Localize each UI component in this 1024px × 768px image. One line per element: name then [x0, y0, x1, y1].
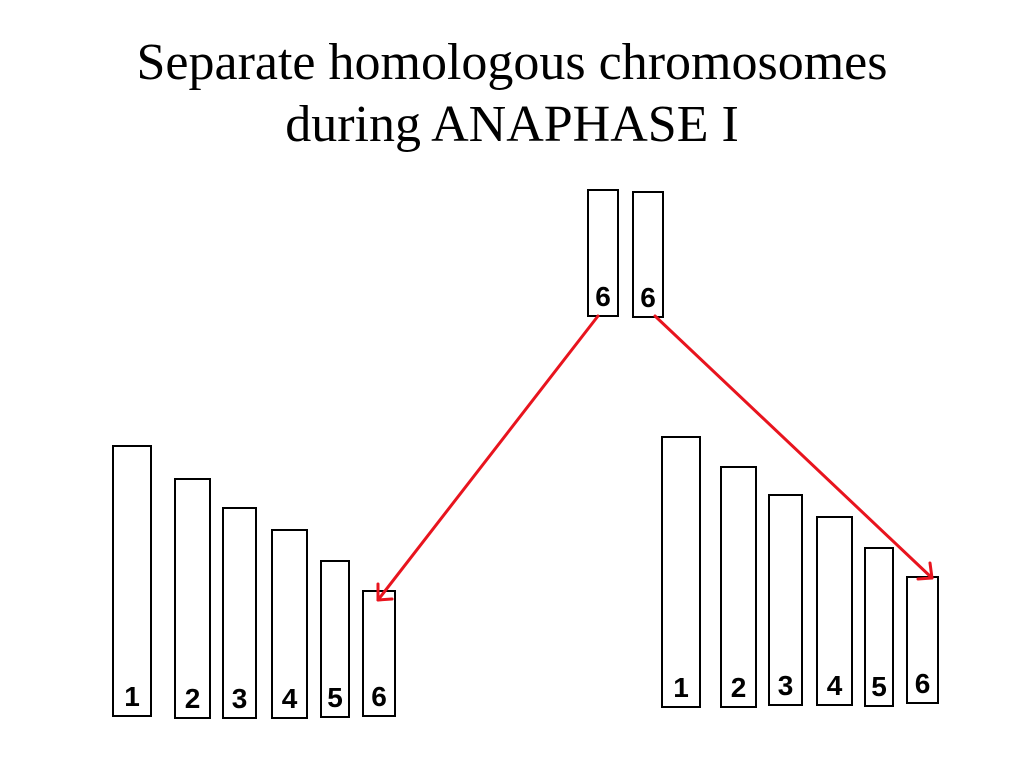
chromosome-label: 1 — [673, 672, 689, 703]
chromosome-label: 2 — [184, 683, 201, 714]
left-chromosome-5: 5 — [320, 560, 350, 718]
chromosome-label: 6 — [640, 282, 656, 313]
arrow-to-left-set — [376, 314, 600, 602]
title-line-2: during ANAPHASE I — [285, 96, 739, 153]
right-chromosome-5: 5 — [864, 547, 894, 707]
chromosome-label: 5 — [327, 682, 343, 713]
right-chromosome-4: 4 — [816, 516, 853, 706]
chromosome-label: 1 — [124, 681, 140, 712]
right-chromosome-2: 2 — [720, 466, 757, 708]
chromosome-label: 3 — [777, 670, 794, 701]
left-chromosome-4: 4 — [271, 529, 308, 719]
top-chromosome-6a: 6 — [587, 189, 619, 317]
chromosome-label: 3 — [231, 683, 248, 714]
left-chromosome-1: 1 — [112, 445, 152, 717]
left-chromosome-2: 2 — [174, 478, 211, 719]
chromosome-label: 2 — [730, 672, 747, 703]
chromosome-label: 4 — [826, 670, 843, 701]
chromosome-label: 4 — [281, 683, 298, 714]
chromosome-label: 5 — [871, 671, 887, 702]
left-chromosome-6: 6 — [362, 590, 396, 717]
title-line-1: Separate homologous chromosomes — [136, 34, 888, 91]
slide-title: Separate homologous chromosomes during A… — [0, 32, 1024, 156]
top-chromosome-6b: 6 — [632, 191, 664, 318]
chromosome-label: 6 — [914, 668, 931, 699]
left-chromosome-3: 3 — [222, 507, 257, 719]
chromosome-label: 6 — [595, 281, 611, 312]
right-chromosome-1: 1 — [661, 436, 701, 708]
right-chromosome-6: 6 — [906, 576, 939, 704]
right-chromosome-3: 3 — [768, 494, 803, 706]
chromosome-label: 6 — [371, 681, 387, 712]
